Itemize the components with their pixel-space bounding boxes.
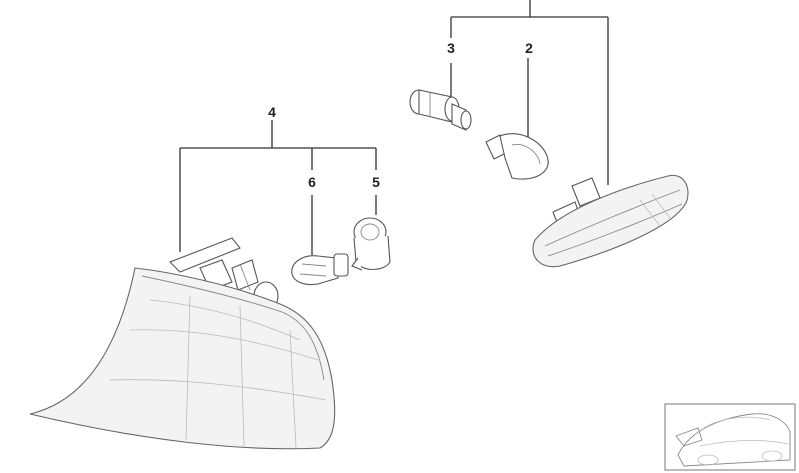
callout-3[interactable]: 3 (447, 40, 455, 56)
wedge-bulb-part-2[interactable] (485, 133, 549, 180)
callout-2[interactable]: 2 (525, 40, 533, 56)
side-repeater-lamp[interactable] (532, 174, 689, 268)
callout-5[interactable]: 5 (372, 174, 380, 190)
bulb-socket-part-5[interactable] (351, 217, 391, 271)
bulb-socket-part-3[interactable] (409, 89, 472, 131)
callout-6[interactable]: 6 (308, 174, 316, 190)
callout-4[interactable]: 4 (268, 104, 276, 120)
bulb-part-6[interactable] (291, 253, 349, 286)
leader-lines (179, 0, 609, 255)
front-turn-signal-lamp[interactable] (29, 237, 336, 450)
car-thumbnail-icon (664, 403, 796, 471)
